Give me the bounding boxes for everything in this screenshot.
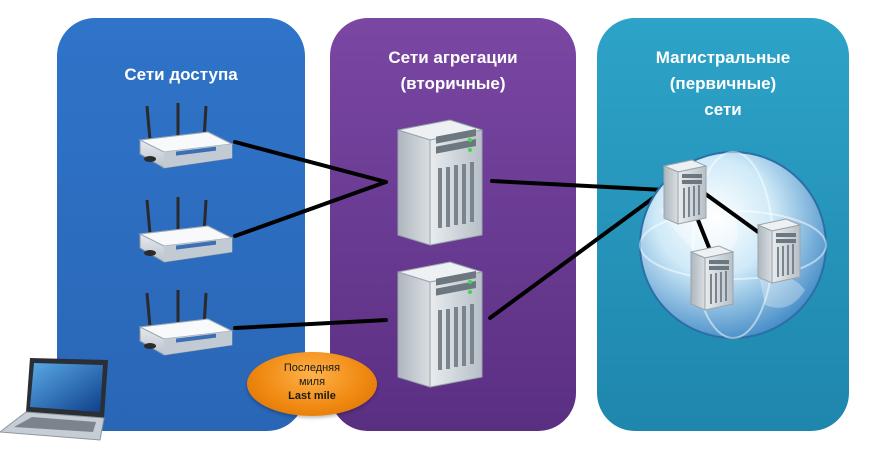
last-mile-ru-line1: Последняя xyxy=(283,362,341,374)
network-links xyxy=(233,140,666,330)
aggregation-network-title: Сети агрегации (вторичные) xyxy=(388,48,518,93)
link-aggregation2-core xyxy=(488,188,666,320)
server-tower-icon xyxy=(757,218,801,284)
last-mile-ru-line2: миля xyxy=(298,376,326,388)
last-mile-en-label: Last mile xyxy=(288,390,336,402)
laptop-icon xyxy=(0,358,108,441)
server-tower-icon xyxy=(663,159,707,225)
link-router3-aggregation2 xyxy=(233,318,388,330)
server-tower-icon xyxy=(690,245,734,311)
server-tower-icon xyxy=(397,261,483,388)
wifi-router-icon xyxy=(138,195,234,264)
link-router2-aggregation1 xyxy=(233,180,388,238)
last-mile-bubble: Последняя миля Last mile xyxy=(247,352,377,416)
core-network-title: Магистральные (первичные) сети xyxy=(655,48,791,119)
link-aggregation1-core xyxy=(490,179,666,192)
link-router1-aggregation1 xyxy=(233,140,388,184)
server-tower-icon xyxy=(397,119,483,246)
wifi-router-icon xyxy=(138,288,234,357)
access-network-title: Сети доступа xyxy=(124,65,238,84)
wifi-router-icon xyxy=(138,101,234,170)
